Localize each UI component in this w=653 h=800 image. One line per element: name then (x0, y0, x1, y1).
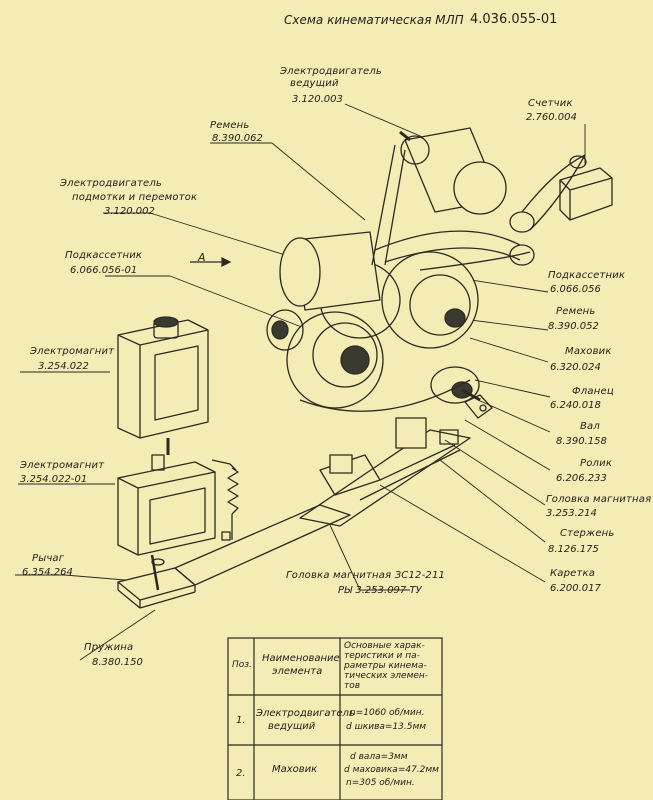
table-header-name-2: элемента (272, 666, 323, 677)
flywheel-drawing (266, 251, 479, 412)
table-row-2-chars-1: d вала=3мм (350, 752, 408, 762)
callout-name-belt-1: Ремень (210, 120, 250, 131)
table-header-chars-3: раметры кинема- (344, 661, 427, 671)
callout-code-cassette-holder-2: 6.066.056 (550, 284, 601, 295)
spring-drawing (211, 459, 239, 540)
table-row-2-position: 2. (236, 768, 246, 779)
counter-drawing (509, 154, 613, 266)
table-row-1-position: 1. (236, 715, 246, 726)
callout-code-rewind-motor: 3.120.002 (104, 206, 155, 217)
callout-name-drive-motor-1: Электродвигатель (280, 66, 383, 77)
parameter-table-frame (227, 637, 443, 800)
callout-name-rewind-motor-2: подмотки и перемоток (72, 192, 198, 203)
callout-code-spring: 8.380.150 (92, 657, 143, 668)
callout-code-counter: 2.760.004 (526, 112, 577, 123)
table-header-position: Поз. (232, 660, 252, 670)
callout-name-lever: Рычаг (32, 553, 65, 564)
callout-code-flywheel: 6.320.024 (550, 362, 601, 373)
table-header-name-1: Наименование (262, 653, 340, 664)
callout-name-belt-2: Ремень (556, 306, 596, 317)
view-arrow-drawing (190, 257, 232, 267)
callout-code-electromagnet-2: 3.254.022-01 (20, 474, 88, 485)
electromagnet-upper-drawing (117, 316, 209, 455)
callout-name-spring: Пружина (84, 642, 134, 653)
table-row-1-name-2: ведущий (268, 721, 316, 732)
electromagnet-lower-drawing (117, 454, 216, 556)
callout-code-roller: 6.206.233 (556, 473, 607, 484)
callout-code-drive-motor: 3.120.003 (292, 94, 343, 105)
callout-code-magnetic-head: 3.253.214 (546, 508, 597, 519)
callout-name-cassette-holder-2: Подкассетник (548, 270, 626, 281)
callout-code-electromagnet-1: 3.254.022 (38, 361, 89, 372)
callout-name-rod: Стержень (560, 528, 615, 539)
view-arrow-label: A (198, 251, 206, 264)
document-number: 4.036.055-01 (470, 12, 558, 27)
lever-drawing (117, 504, 351, 609)
callout-code-cassette-holder-1: 6.066.056-01 (70, 265, 138, 276)
table-row-2-chars-2: d маховика=47.2мм (344, 765, 439, 775)
carriage-drawing (299, 417, 471, 527)
callout-name-cassette-holder-1: Подкассетник (65, 250, 143, 261)
table-row-1-chars-1: n=1060 об/мин. (350, 708, 425, 718)
callout-code-shaft: 8.390.158 (556, 436, 607, 447)
table-row-1-chars-2: d шкива=13.5мм (346, 722, 427, 732)
callout-name-carriage: Каретка (550, 568, 596, 579)
table-header-chars-2: теристики и па- (344, 651, 420, 661)
callout-name-counter: Счетчик (528, 98, 573, 109)
table-header-chars-5: тов (344, 681, 361, 691)
table-row-2-chars-3: n=305 об/мин. (346, 778, 415, 788)
table-row-2-name-1: Маховик (272, 764, 318, 775)
callout-name-electromagnet-2: Электромагнит (20, 460, 105, 471)
callout-name-magnetic-head: Головка магнитная (546, 494, 652, 505)
callout-name-roller: Ролик (580, 458, 613, 469)
callout-name-rewind-motor-1: Электродвигатель (60, 178, 163, 189)
callout-code-flange: 6.240.018 (550, 400, 601, 411)
callout-name-magnetic-head-3c12: Головка магнитная ЗС12-211 (286, 570, 446, 581)
table-header-chars-4: тических элемен- (344, 671, 429, 681)
callout-code-lever: 6.354.264 (22, 567, 73, 578)
callout-code-rod: 8.126.175 (548, 544, 599, 555)
callout-name-shaft: Вал (580, 421, 600, 432)
callout-code-magnetic-head-3c12: РЫ 3.253.097 ТУ (338, 585, 422, 596)
callout-name-flange: Фланец (572, 386, 614, 397)
callout-name-electromagnet-1: Электромагнит (30, 346, 115, 357)
capstan-shaft-drawing (430, 366, 493, 419)
belts-drawing (371, 144, 531, 271)
table-header-chars-1: Основные харак- (344, 641, 425, 651)
callout-code-belt-1: 8.390.062 (212, 133, 263, 144)
callout-name-flywheel: Маховик (565, 346, 612, 357)
rewind-motor-drawing (279, 231, 381, 311)
table-row-1-name-1: Электродвигатель (256, 708, 355, 719)
callout-code-carriage: 6.200.017 (550, 583, 601, 594)
callout-name-drive-motor-2: ведущий (290, 78, 339, 89)
diagram-title: Схема кинематическая МЛП (284, 13, 464, 27)
drive-motor-drawing (399, 127, 507, 215)
callout-code-belt-2: 8.390.052 (548, 321, 599, 332)
